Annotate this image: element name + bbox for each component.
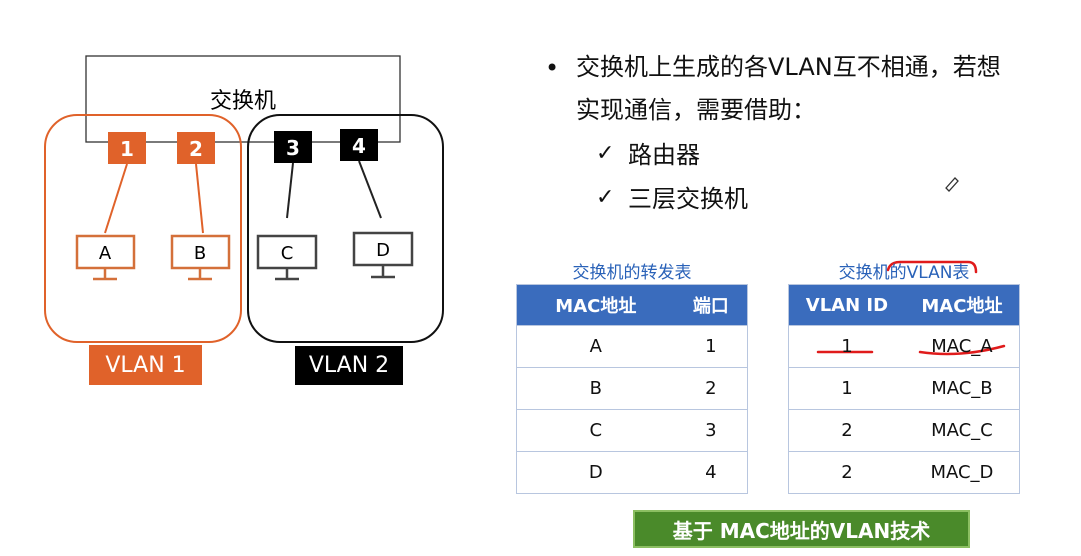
table-cell: MAC_C bbox=[904, 409, 1020, 452]
host-b-label: B bbox=[194, 243, 206, 264]
port-3 bbox=[274, 131, 312, 163]
port-4 bbox=[340, 129, 378, 161]
table-cell: 1 bbox=[788, 325, 905, 368]
checkmark-icon: ✓ bbox=[596, 185, 615, 210]
footer-banner: 基于 MAC地址的VLAN技术 bbox=[633, 510, 970, 548]
bullet-marker: • bbox=[545, 54, 560, 82]
checkmark-icon: ✓ bbox=[596, 141, 615, 166]
host-c-monitor-icon bbox=[256, 234, 318, 281]
table-cell: MAC_D bbox=[904, 451, 1020, 494]
vlan-table-caption: 交换机的VLAN表 bbox=[838, 263, 970, 283]
vlan1-group bbox=[44, 114, 242, 343]
option-router: 路由器 bbox=[628, 141, 700, 169]
table-cell: MAC_A bbox=[904, 325, 1020, 368]
table-cell: 1 bbox=[674, 325, 748, 368]
table-header: MAC地址 bbox=[904, 284, 1020, 326]
vlan1-tag: VLAN 1 bbox=[89, 345, 202, 385]
vlan2-tag: VLAN 2 bbox=[295, 346, 403, 385]
bullet-line-1: 交换机上生成的各VLAN互不相通，若想 bbox=[576, 53, 1001, 81]
table-cell: A bbox=[516, 325, 675, 368]
vlan2-tag-label: VLAN 2 bbox=[308, 353, 390, 378]
port-4-label: 4 bbox=[352, 134, 366, 158]
table-cell: D bbox=[516, 451, 675, 494]
host-d-label: D bbox=[376, 240, 390, 261]
table-cell: 4 bbox=[674, 451, 748, 494]
pen-cursor-icon bbox=[945, 177, 959, 192]
host-d-monitor-icon bbox=[352, 231, 414, 279]
forwarding-table-caption: 交换机的转发表 bbox=[572, 263, 692, 283]
host-a-monitor-icon bbox=[75, 234, 136, 281]
table-cell: B bbox=[516, 367, 675, 410]
port-2 bbox=[177, 132, 215, 164]
host-c-label: C bbox=[281, 243, 294, 264]
switch-label: 交换机 bbox=[210, 89, 276, 114]
table-header: MAC地址 bbox=[516, 284, 675, 326]
table-cell: MAC_B bbox=[904, 367, 1020, 410]
table-header: VLAN ID bbox=[788, 284, 905, 326]
host-b-monitor-icon bbox=[170, 234, 231, 281]
table-cell: 2 bbox=[674, 367, 748, 410]
port-2-label: 2 bbox=[189, 137, 203, 161]
table-header: 端口 bbox=[674, 284, 748, 326]
table-cell: 1 bbox=[788, 367, 905, 410]
table-cell: C bbox=[516, 409, 675, 452]
cable-a bbox=[104, 163, 128, 234]
port-1 bbox=[108, 132, 146, 164]
cable-c bbox=[286, 162, 294, 219]
switch-box bbox=[85, 55, 401, 143]
table-cell: 2 bbox=[788, 409, 905, 452]
cable-d bbox=[358, 160, 382, 219]
vlan2-group bbox=[247, 114, 444, 343]
table-cell: 3 bbox=[674, 409, 748, 452]
bullet-line-2: 实现通信，需要借助： bbox=[576, 96, 816, 124]
table-cell: 2 bbox=[788, 451, 905, 494]
option-l3-switch: 三层交换机 bbox=[628, 185, 748, 213]
port-1-label: 1 bbox=[120, 137, 134, 161]
footer-label: 基于 MAC地址的VLAN技术 bbox=[672, 518, 931, 543]
host-a-label: A bbox=[99, 243, 112, 264]
port-3-label: 3 bbox=[286, 136, 300, 160]
vlan1-tag-label: VLAN 1 bbox=[105, 352, 186, 378]
cable-b bbox=[195, 163, 204, 234]
